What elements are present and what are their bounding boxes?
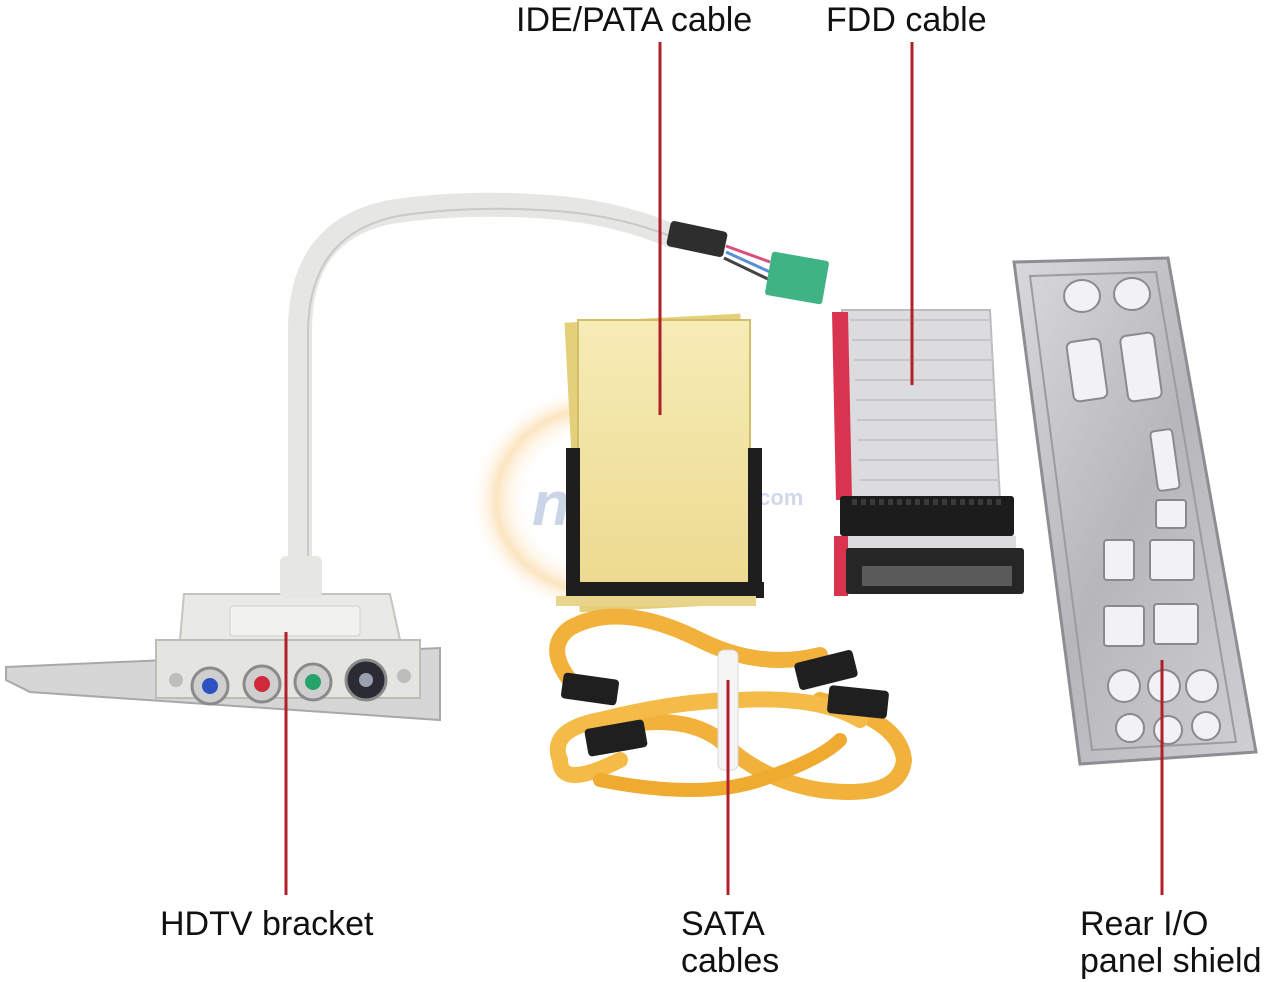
fdd-connector-top bbox=[840, 496, 1014, 536]
sata-cable-loop-2 bbox=[592, 692, 913, 800]
rca-jacks bbox=[169, 658, 411, 706]
leader-lines bbox=[284, 42, 1164, 895]
sata-cable-loop-3 bbox=[549, 691, 868, 783]
label-rear-io-panel-shield: Rear I/O panel shield bbox=[1080, 906, 1261, 980]
label-sata-cables: SATA cables bbox=[681, 906, 779, 980]
ide-cable-wrap bbox=[577, 319, 751, 603]
sata-cable-loop-4 bbox=[593, 733, 847, 797]
label-ide-pata-cable: IDE/PATA cable bbox=[516, 1, 753, 39]
label-sata-line1: SATA bbox=[681, 905, 765, 943]
bracket-header-connector bbox=[666, 220, 728, 258]
ide-connector-left bbox=[566, 448, 580, 598]
fdd-cable bbox=[832, 309, 1024, 596]
label-rear-line1: Rear I/O bbox=[1080, 905, 1209, 943]
sata-cable-loop-1 bbox=[549, 608, 828, 700]
sata-connector bbox=[827, 685, 889, 719]
sata-connector bbox=[794, 650, 858, 690]
ide-connector-right bbox=[748, 448, 762, 588]
label-fdd-cable: FDD cable bbox=[826, 1, 987, 39]
ide-cable bbox=[556, 313, 764, 613]
label-hdtv-bracket: HDTV bracket bbox=[160, 905, 374, 943]
sata-connector bbox=[560, 672, 620, 706]
sata-cables bbox=[549, 608, 913, 800]
rear-io-shield bbox=[1012, 256, 1258, 766]
label-sata-line2: cables bbox=[681, 942, 780, 980]
fdd-red-stripe bbox=[832, 312, 852, 500]
sata-connector bbox=[584, 719, 648, 757]
green-pin-header bbox=[765, 251, 829, 305]
label-rear-line2: panel shield bbox=[1080, 942, 1262, 980]
bracket-cable bbox=[288, 192, 684, 602]
hdtv-bracket bbox=[5, 192, 829, 722]
